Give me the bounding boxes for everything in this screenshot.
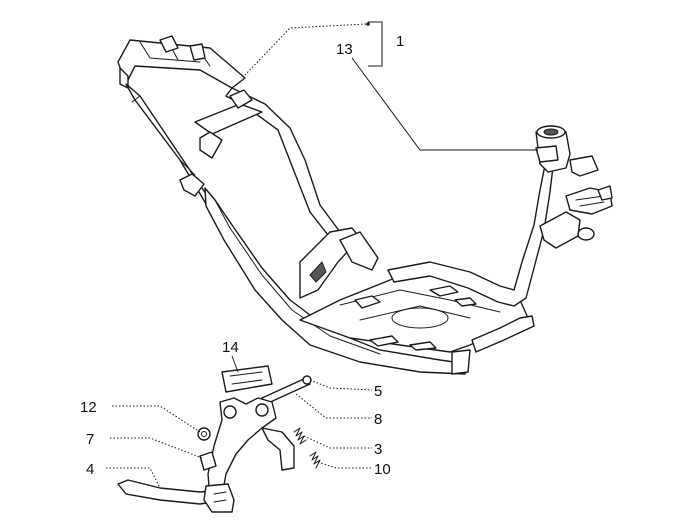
spring-small bbox=[309, 451, 321, 469]
washer bbox=[197, 427, 211, 441]
callout-1: 1 bbox=[396, 33, 404, 50]
spring bbox=[293, 427, 307, 445]
bracket-plate bbox=[221, 365, 273, 393]
callout-4: 4 bbox=[86, 461, 94, 478]
callout-7: 7 bbox=[86, 431, 94, 448]
callout-5: 5 bbox=[374, 383, 382, 400]
stand-assembly bbox=[117, 365, 321, 513]
callout-8: 8 bbox=[374, 411, 382, 428]
callout-13: 13 bbox=[336, 41, 353, 58]
callout-10: 10 bbox=[374, 461, 391, 478]
frame-part bbox=[117, 35, 613, 375]
callout-12: 12 bbox=[80, 399, 97, 416]
callout-leaders bbox=[106, 21, 538, 489]
callout-14: 14 bbox=[222, 339, 239, 356]
callout-3: 3 bbox=[374, 441, 382, 458]
